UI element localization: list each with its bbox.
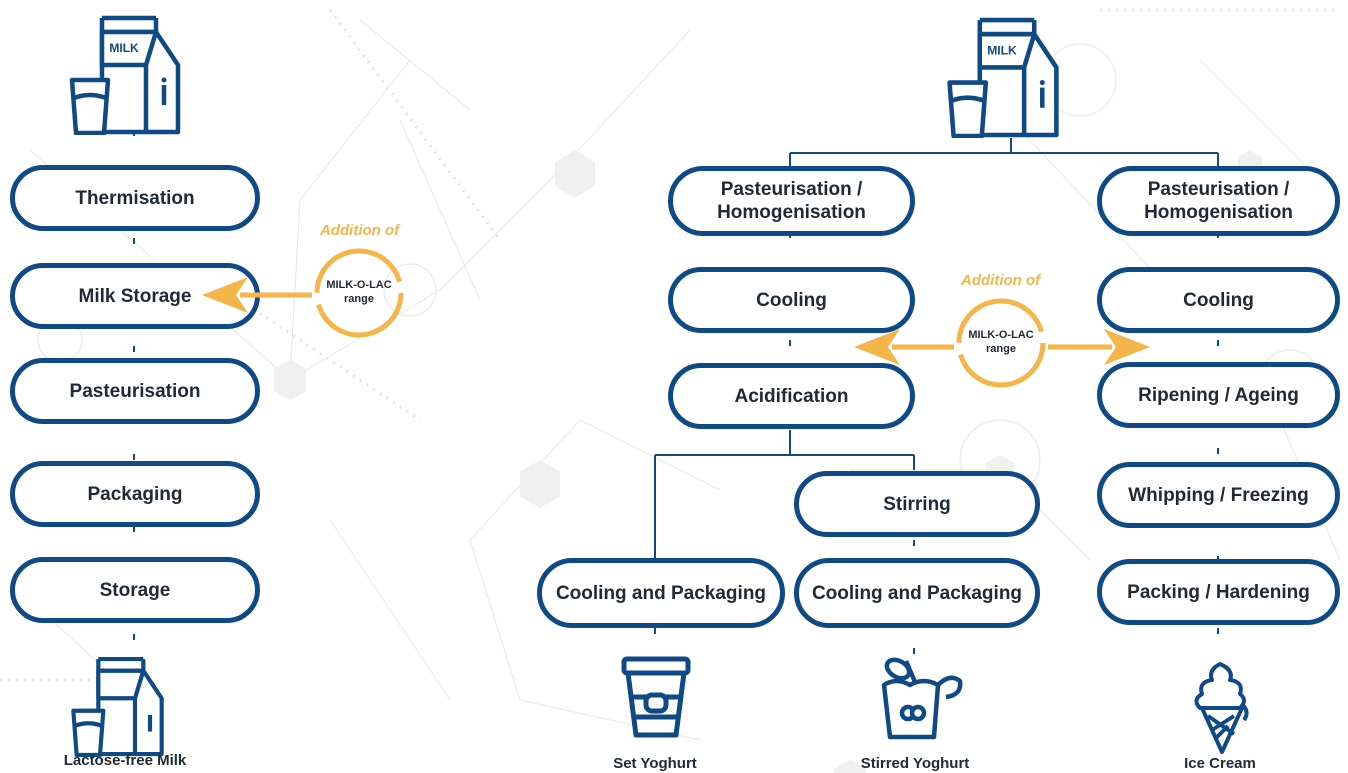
carton-label: MILK: [987, 43, 1017, 57]
output-label-lactose-free-milk: Lactose-free Milk: [63, 752, 187, 769]
step-packing-hardening: Packing / Hardening: [1097, 559, 1340, 625]
stirred-yoghurt-icon: [881, 657, 963, 740]
step-pasteurisation: Pasteurisation: [10, 358, 260, 424]
step-cooling-packaging-stirred: Cooling and Packaging: [794, 558, 1040, 628]
milk-carton-glass-icon: MILK: [947, 17, 1059, 138]
ice-cream-cone-icon: [1194, 662, 1249, 754]
step-stirring: Stirring: [794, 471, 1040, 537]
addition-ring-left: [314, 248, 404, 338]
addition-ring-right: [956, 298, 1046, 388]
milk-carton-glass-icon: MILK: [69, 15, 181, 135]
milk-carton-glass-icon: [71, 657, 164, 757]
output-label-ice-cream: Ice Cream: [1184, 755, 1256, 772]
milk-o-lac-label-right: MILK-O-LAC range: [968, 329, 1034, 355]
step-acidification: Acidification: [668, 363, 915, 429]
addition-label-right: Addition of: [961, 272, 1041, 289]
step-ripening-ageing: Ripening / Ageing: [1097, 362, 1340, 428]
step-whipping-freezing: Whipping / Freezing: [1097, 462, 1340, 528]
step-pasteurisation-homogenisation-yoghurt: Pasteurisation / Homogenisation: [668, 166, 915, 236]
step-packaging: Packaging: [10, 461, 260, 527]
step-pasteurisation-homogenisation-ice-cream: Pasteurisation / Homogenisation: [1097, 166, 1340, 236]
step-cooling-packaging-set: Cooling and Packaging: [537, 558, 785, 628]
step-cooling-yoghurt: Cooling: [668, 267, 915, 333]
arrow-left-icon: [202, 277, 312, 313]
step-thermisation: Thermisation: [10, 165, 260, 231]
carton-label: MILK: [109, 41, 139, 55]
output-label-stirred-yoghurt: Stirred Yoghurt: [860, 755, 970, 772]
step-storage: Storage: [10, 557, 260, 623]
step-cooling-ice-cream: Cooling: [1097, 267, 1340, 333]
arrow-left-icon: [854, 329, 954, 365]
output-label-set-yoghurt: Set Yoghurt: [613, 755, 697, 772]
yoghurt-cup-icon: [621, 656, 691, 738]
milk-o-lac-label-left: MILK-O-LAC range: [326, 279, 392, 305]
addition-label-left: Addition of: [320, 222, 400, 239]
arrow-right-icon: [1048, 329, 1150, 365]
